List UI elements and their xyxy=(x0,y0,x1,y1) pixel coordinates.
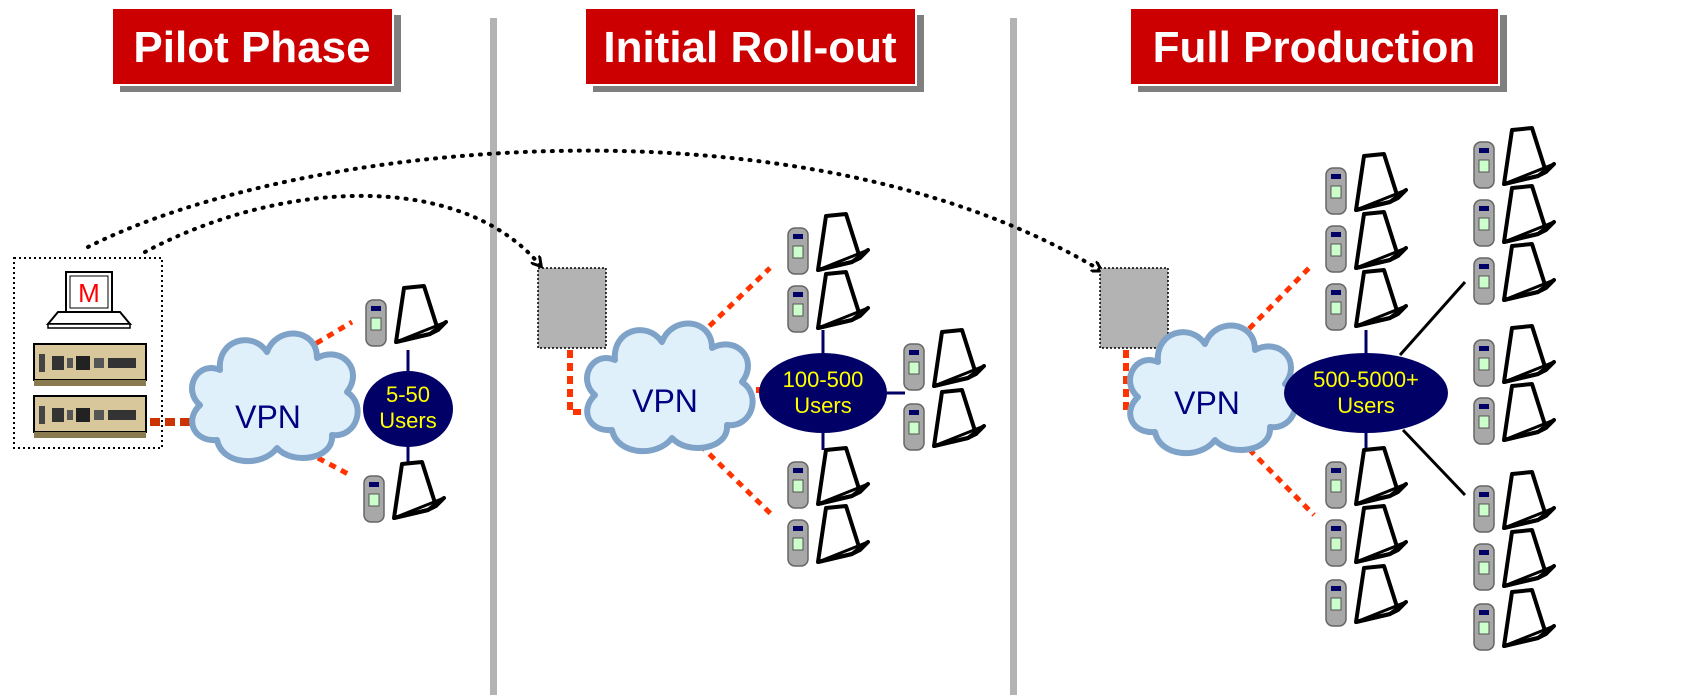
users-label: Users xyxy=(1337,393,1394,418)
link-cloud-to-user xyxy=(303,319,354,353)
link-cloud-to-user xyxy=(698,266,772,337)
users-count: 500-5000+ xyxy=(1313,367,1419,392)
divider-pilot-rollout xyxy=(490,18,497,695)
laptop-with-token-icon xyxy=(1324,268,1408,332)
vpn-label: VPN xyxy=(632,383,698,419)
users-count: 100-500 xyxy=(783,367,864,392)
gateway-box-icon xyxy=(1099,267,1169,349)
laptop-with-token-icon xyxy=(362,460,446,524)
laptop-with-token-icon xyxy=(902,388,986,452)
laptop-with-token-icon xyxy=(1472,184,1556,248)
users-group-initial-rollout: 100-500 Users xyxy=(759,353,887,433)
laptop-with-token-icon xyxy=(786,212,870,276)
laptop-with-token-icon xyxy=(786,270,870,334)
vpn-cloud-icon: VPN xyxy=(192,333,358,461)
phase-title-text: Pilot Phase xyxy=(133,23,370,72)
vpn-cloud-icon: VPN xyxy=(1130,325,1296,453)
server-rack-icon xyxy=(33,343,147,387)
laptop-with-token-icon xyxy=(1472,588,1556,652)
vpn-label: VPN xyxy=(235,399,301,435)
laptop-with-token-icon xyxy=(1472,126,1556,190)
users-count: 5-50 xyxy=(386,382,430,407)
link-cloud-to-user xyxy=(1238,263,1314,340)
phase-title-pilot: Pilot Phase xyxy=(111,7,401,92)
laptop-with-token-icon xyxy=(902,328,986,392)
laptop-with-token-icon xyxy=(786,504,870,568)
users-label: Users xyxy=(379,408,436,433)
laptop-with-token-icon xyxy=(1324,446,1408,510)
monitor-letter: M xyxy=(78,278,100,308)
laptop-with-token-icon xyxy=(1472,382,1556,446)
phase-title-text: Full Production xyxy=(1153,23,1476,72)
laptop-with-token-icon xyxy=(1472,528,1556,592)
phase-title-full-production: Full Production xyxy=(1129,7,1507,92)
laptop-with-token-icon xyxy=(786,446,870,510)
phase-title-initial-rollout: Initial Roll-out xyxy=(584,7,924,92)
vpn-cloud-icon: VPN xyxy=(587,323,753,451)
users-group-pilot: 5-50 Users xyxy=(363,371,453,447)
link-cloud-to-user xyxy=(698,443,774,517)
gateway-box-icon xyxy=(537,267,607,349)
link-cloud-to-user xyxy=(1238,438,1316,517)
link-cloud-to-user xyxy=(316,455,352,478)
laptop-with-token-icon xyxy=(364,284,448,348)
laptop-with-token-icon xyxy=(1472,324,1556,388)
deployment-arrow-to-rollout xyxy=(143,193,540,265)
laptop-with-token-icon xyxy=(1324,564,1408,628)
laptop-with-token-icon xyxy=(1324,504,1408,568)
laptop-with-token-icon xyxy=(1472,470,1556,534)
laptop-with-token-icon xyxy=(1324,152,1408,216)
management-station-group: M xyxy=(13,257,163,449)
users-label: Users xyxy=(794,393,851,418)
deployment-arrow-to-production xyxy=(86,148,1100,270)
phase-title-text: Initial Roll-out xyxy=(603,23,897,72)
divider-rollout-production xyxy=(1010,18,1017,695)
vpn-label: VPN xyxy=(1174,385,1240,421)
server-rack-icon xyxy=(33,395,147,439)
laptop-with-token-icon xyxy=(1324,210,1408,274)
users-group-full-production: 500-5000+ Users xyxy=(1284,353,1448,433)
computer-monitor-icon: M xyxy=(45,271,133,329)
laptop-with-token-icon xyxy=(1472,242,1556,306)
